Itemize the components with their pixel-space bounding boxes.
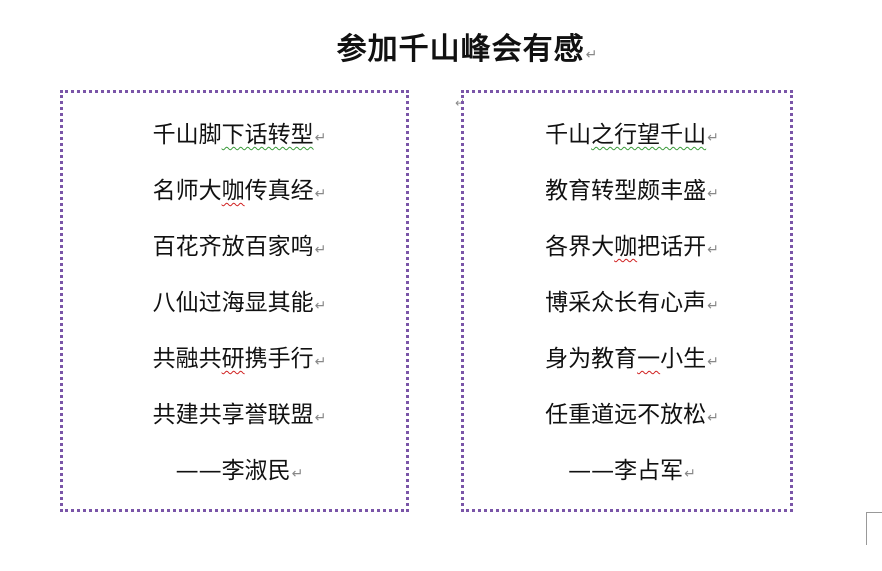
paragraph-mark-icon: ↵ xyxy=(707,298,719,314)
author-text: ——李淑民 xyxy=(175,458,291,484)
line-text: 博采众长有心声 xyxy=(545,290,707,316)
line-text: 把话开 xyxy=(637,234,707,260)
poem-line: 各界大咖把话开↵ xyxy=(464,227,790,261)
spelling-underlined-text[interactable]: 咖 xyxy=(221,178,245,204)
line-text: 身为教育 xyxy=(545,346,638,372)
line-text: 千山 xyxy=(545,122,592,148)
poem-author: ——李占军↵ xyxy=(464,451,790,485)
poem-line: 共融共研携手行↵ xyxy=(63,339,406,373)
paragraph-mark-icon: ↵ xyxy=(707,242,719,258)
poem-line: 千山脚下话转型↵ xyxy=(63,115,406,149)
poem-author: ——李淑民↵ xyxy=(63,451,406,485)
spelling-underlined-text[interactable]: 一 xyxy=(637,346,661,372)
poem-line: 百花齐放百家鸣↵ xyxy=(63,227,406,261)
paragraph-mark-icon: ↵ xyxy=(291,466,304,482)
poem-text-box-right[interactable]: 千山之行望千山↵教育转型颇丰盛↵各界大咖把话开↵博采众长有心声↵身为教育一小生↵… xyxy=(461,90,793,512)
paragraph-mark-icon: ↵ xyxy=(585,47,599,63)
line-text: 千山脚 xyxy=(152,122,222,148)
document-title: 参加千山峰会有感↵ xyxy=(0,24,882,68)
paragraph-mark-icon: ↵ xyxy=(707,410,719,426)
poem-line: 千山之行望千山↵ xyxy=(464,115,790,149)
line-text: 八仙过海显其能 xyxy=(152,290,314,316)
paragraph-mark-icon: ↵ xyxy=(314,298,327,314)
line-text: 共融共 xyxy=(152,346,222,372)
line-text: 任重道远不放松 xyxy=(545,402,707,428)
paragraph-mark-icon: ↵ xyxy=(684,466,696,482)
spelling-underlined-text[interactable]: 研 xyxy=(221,346,245,372)
poem-line: 教育转型颇丰盛↵ xyxy=(464,171,790,205)
title-text: 参加千山峰会有感 xyxy=(336,32,585,67)
grammar-underlined-text[interactable]: 之行望千山 xyxy=(591,122,707,148)
text-box-anchor-icon: ↵ xyxy=(455,96,466,110)
paragraph-mark-icon: ↵ xyxy=(707,354,719,370)
paragraph-mark-icon: ↵ xyxy=(314,186,327,202)
paragraph-mark-icon: ↵ xyxy=(314,130,327,146)
poem-line: 共建共享誉联盟↵ xyxy=(63,395,406,429)
page-corner-marker xyxy=(866,512,882,545)
line-text: 传真经 xyxy=(244,178,314,204)
line-text: 名师大 xyxy=(152,178,222,204)
line-text: 各界大 xyxy=(545,234,615,260)
poem-line: 八仙过海显其能↵ xyxy=(63,283,406,317)
poem-line: 身为教育一小生↵ xyxy=(464,339,790,373)
paragraph-mark-icon: ↵ xyxy=(314,242,327,258)
paragraph-mark-icon: ↵ xyxy=(314,410,327,426)
poem-line: 博采众长有心声↵ xyxy=(464,283,790,317)
line-text: 携手行 xyxy=(244,346,314,372)
spelling-underlined-text[interactable]: 咖 xyxy=(614,234,638,260)
paragraph-mark-icon: ↵ xyxy=(707,130,719,146)
line-text: 共建共享誉联盟 xyxy=(152,402,314,428)
poem-line: 任重道远不放松↵ xyxy=(464,395,790,429)
author-text: ——李占军 xyxy=(568,458,684,484)
line-text: 小生 xyxy=(660,346,707,372)
grammar-underlined-text[interactable]: 下话转型 xyxy=(221,122,314,148)
poem-text-box-left[interactable]: 千山脚下话转型↵名师大咖传真经↵百花齐放百家鸣↵八仙过海显其能↵共融共研携手行↵… xyxy=(60,90,409,512)
paragraph-mark-icon: ↵ xyxy=(314,354,327,370)
poem-line: 名师大咖传真经↵ xyxy=(63,171,406,205)
line-text: 百花齐放百家鸣 xyxy=(152,234,314,260)
line-text: 教育转型颇丰盛 xyxy=(545,178,707,204)
paragraph-mark-icon: ↵ xyxy=(707,186,719,202)
